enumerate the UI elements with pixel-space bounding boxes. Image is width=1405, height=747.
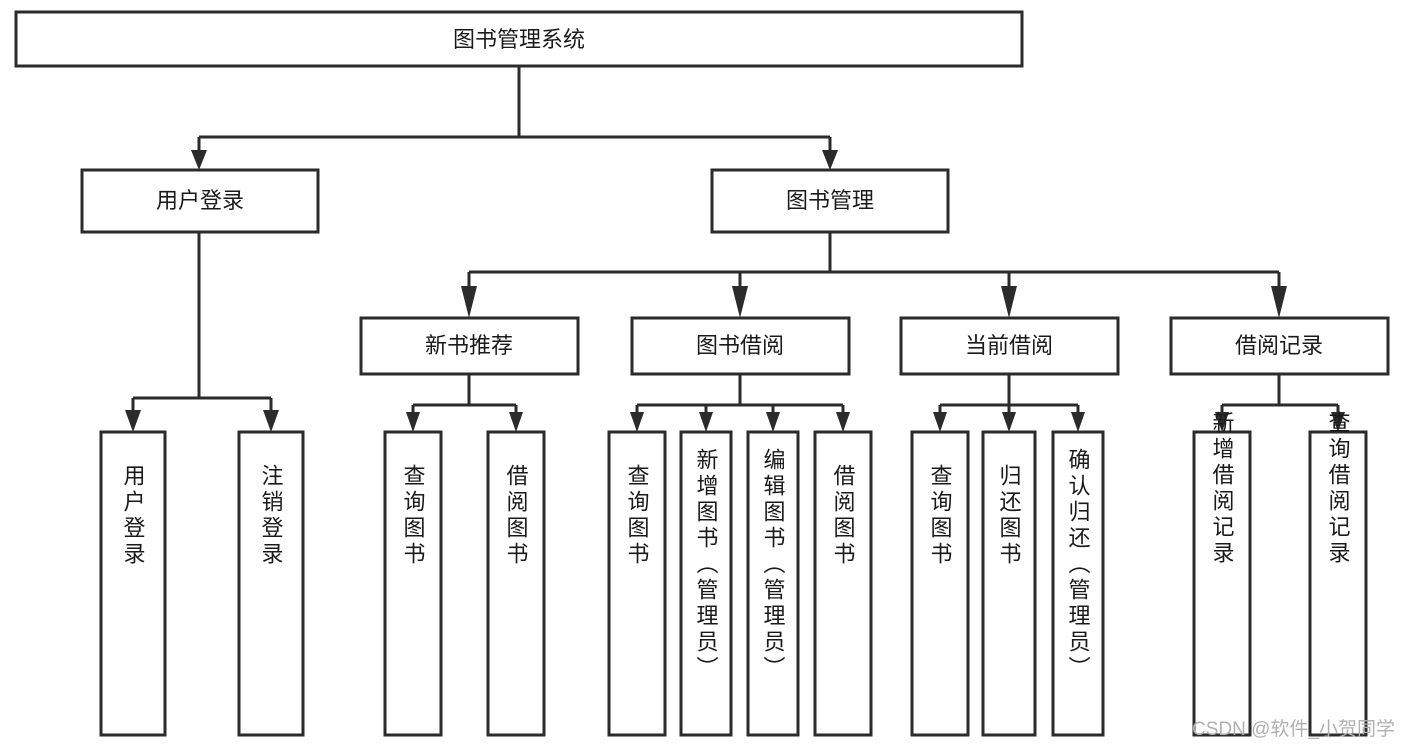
node-leaf-add-record-label: 新增借阅记录 [1210,411,1235,567]
node-book-borrow[interactable]: 图书借阅 [630,316,851,376]
node-user-login-box[interactable] [80,168,320,234]
node-new-book-rec[interactable]: 新书推荐 [359,316,580,376]
node-leaf-user-login-box[interactable] [99,430,167,737]
node-user-login[interactable]: 用户登录 [80,168,320,234]
node-leaf-confirm-return-label: 确认归还（管理员） [1066,448,1091,682]
node-leaf-add-book-box[interactable] [679,430,733,737]
arrowhead-current-borrow [1001,286,1017,318]
node-book-borrow-label: 图书借阅 [696,333,784,358]
node-leaf-return-book[interactable]: 归还图书 [981,430,1037,737]
node-borrow-record-label: 借阅记录 [1235,333,1323,358]
node-book-manage-box[interactable] [710,168,950,234]
node-leaf-logout-box[interactable] [237,430,305,737]
node-leaf-add-book-label: 新增图书（管理员） [694,448,719,682]
node-leaf-query-book-1-box[interactable] [383,430,443,737]
arrowhead-leaf-borrow-book-1 [509,412,523,432]
node-leaf-edit-book[interactable]: 编辑图书（管理员） [746,430,800,737]
arrowhead-leaf-query-record [1331,412,1345,432]
node-leaf-query-book-1-label: 查询图书 [401,464,426,568]
node-root-label: 图书管理系统 [453,27,585,52]
node-leaf-borrow-book-1[interactable]: 借阅图书 [486,430,546,737]
node-leaf-confirm-return[interactable]: 确认归还（管理员） [1051,430,1105,737]
node-leaf-query-record[interactable]: 查询借阅记录 [1308,411,1368,737]
node-leaf-borrow-book-1-box[interactable] [486,430,546,737]
node-leaf-query-book-3-box[interactable] [910,430,970,737]
node-leaf-query-book-2-label: 查询图书 [625,464,650,568]
node-leaf-query-record-label: 查询借阅记录 [1326,411,1351,567]
node-new-book-rec-box[interactable] [359,316,580,376]
arrowhead-leaf-add-record [1215,412,1229,432]
node-leaf-query-record-box[interactable] [1308,430,1368,737]
node-leaf-borrow-book-2-box[interactable] [813,430,873,737]
arrowhead-leaf-confirm-return [1071,412,1085,432]
node-new-book-rec-label: 新书推荐 [425,333,513,358]
node-leaf-add-record[interactable]: 新增借阅记录 [1192,411,1252,737]
arrowhead-leaf-add-book [699,412,713,432]
node-leaf-logout[interactable]: 注销登录 [237,430,305,737]
edges-layer [125,66,1345,432]
arrowhead-new-book-rec [461,286,477,318]
arrowhead-book-borrow [732,286,748,318]
arrowhead-leaf-borrow-book-2 [836,412,850,432]
node-book-manage[interactable]: 图书管理 [710,168,950,234]
node-current-borrow[interactable]: 当前借阅 [899,316,1120,376]
arrowhead-leaf-return-book [1002,412,1016,432]
arrowhead-leaf-edit-book [766,412,780,432]
node-leaf-query-book-3-label: 查询图书 [928,464,953,568]
node-leaf-query-book-2[interactable]: 查询图书 [607,430,667,737]
node-leaf-add-book[interactable]: 新增图书（管理员） [679,430,733,737]
node-leaf-add-record-box[interactable] [1192,430,1252,737]
node-root-box[interactable] [14,10,1024,68]
node-root[interactable]: 图书管理系统 [14,10,1024,68]
node-borrow-record[interactable]: 借阅记录 [1169,316,1390,376]
node-leaf-logout-label: 注销登录 [259,464,284,568]
node-leaf-borrow-book-2[interactable]: 借阅图书 [813,430,873,737]
arrowhead-leaf-query-book-3 [933,412,947,432]
node-current-borrow-box[interactable] [899,316,1120,376]
node-leaf-query-book-2-box[interactable] [607,430,667,737]
node-book-borrow-box[interactable] [630,316,851,376]
arrowhead-leaf-user-login [125,410,141,432]
node-leaf-return-book-box[interactable] [981,430,1037,737]
arrowhead-leaf-logout [263,410,279,432]
node-leaf-user-login-label: 用户登录 [121,464,146,568]
arrowhead-leaf-query-book-1 [406,412,420,432]
node-leaf-query-book-3[interactable]: 查询图书 [910,430,970,737]
node-leaf-query-book-1[interactable]: 查询图书 [383,430,443,737]
arrowhead-book-manage [822,150,838,170]
node-leaf-borrow-book-2-label: 借阅图书 [831,464,856,568]
node-book-manage-label: 图书管理 [786,188,874,213]
node-leaf-user-login[interactable]: 用户登录 [99,430,167,737]
node-user-login-label: 用户登录 [156,188,244,213]
node-leaf-edit-book-box[interactable] [746,430,800,737]
arrowhead-borrow-record [1271,286,1287,318]
node-borrow-record-box[interactable] [1169,316,1390,376]
node-leaf-edit-book-label: 编辑图书（管理员） [761,448,786,682]
node-leaf-confirm-return-box[interactable] [1051,430,1105,737]
arrowhead-leaf-query-book-2 [630,412,644,432]
node-leaf-borrow-book-1-label: 借阅图书 [504,464,529,568]
node-current-borrow-label: 当前借阅 [965,333,1053,358]
node-leaf-return-book-label: 归还图书 [997,464,1022,568]
arrowhead-user-login [191,150,207,170]
